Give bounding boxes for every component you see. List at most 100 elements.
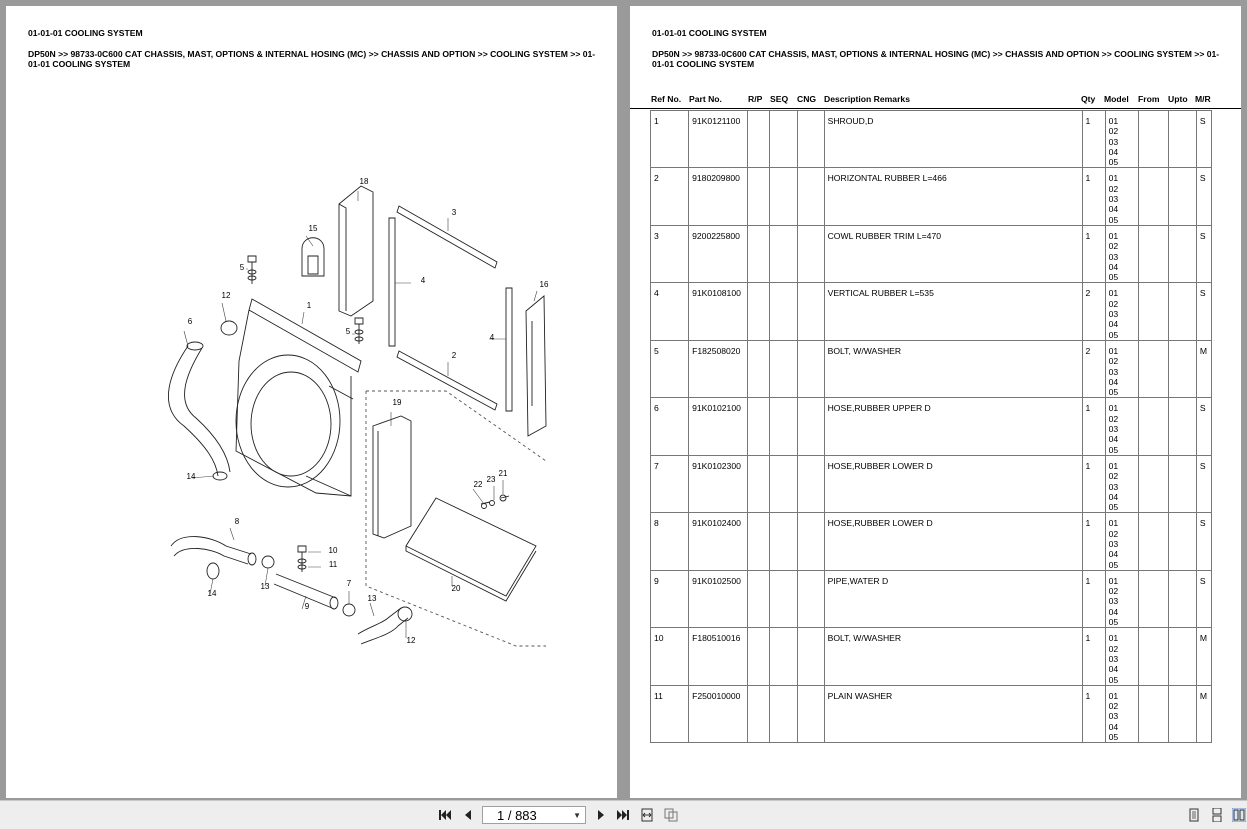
model-code: 03 — [1108, 366, 1119, 377]
right-page: 01-01-01 COOLING SYSTEM DP50N >> 98733-0… — [630, 6, 1241, 798]
col-seq-header: SEQ — [770, 94, 789, 104]
cng-cell — [796, 569, 825, 629]
model-code: 02 — [1108, 413, 1119, 424]
model-code: 05 — [1108, 329, 1119, 340]
rp-cell — [747, 512, 771, 571]
cng-cell — [796, 684, 825, 744]
left-page: 01-01-01 COOLING SYSTEM DP50N >> 98733-0… — [6, 6, 617, 798]
model-code: 01 — [1108, 575, 1119, 586]
qty-cell: 1 — [1081, 167, 1106, 226]
rp-cell — [747, 684, 771, 744]
col-part-header: Part No. — [689, 94, 722, 104]
header-divider — [630, 108, 1241, 109]
model-code: 04 — [1108, 261, 1119, 272]
cng-cell — [796, 167, 825, 226]
model-code: 04 — [1108, 434, 1119, 445]
qty-cell: 1 — [1081, 397, 1106, 456]
single-page-view-icon[interactable] — [1187, 808, 1201, 822]
mr-cell: S — [1195, 167, 1213, 226]
mr-cell: S — [1195, 397, 1213, 456]
rp-cell — [747, 109, 771, 169]
fit-page-icon[interactable] — [664, 808, 678, 822]
rp-cell — [747, 167, 771, 226]
model-code: 05 — [1108, 272, 1119, 283]
callout-number: 8 — [235, 517, 240, 526]
model-code: 01 — [1108, 403, 1119, 414]
rp-cell — [747, 339, 771, 399]
callout-number: 22 — [474, 480, 483, 489]
upto-cell — [1167, 224, 1197, 284]
chevron-down-icon: ▼ — [573, 811, 581, 820]
seq-cell — [769, 397, 798, 456]
model-code: 01 — [1108, 460, 1119, 471]
description-cell: BOLT, W/WASHER — [823, 339, 1083, 399]
breadcrumb: DP50N >> 98733-0C600 CAT CHASSIS, MAST, … — [652, 49, 1220, 69]
qty-cell: 1 — [1081, 569, 1106, 629]
continuous-view-icon[interactable] — [1210, 808, 1224, 822]
model-code: 01 — [1108, 518, 1119, 529]
model-code: 03 — [1108, 653, 1119, 664]
callout-number: 14 — [187, 472, 196, 481]
model-code: 04 — [1108, 549, 1119, 560]
next-page-icon[interactable] — [594, 808, 608, 822]
cng-cell — [796, 512, 825, 571]
callout-number: 16 — [540, 280, 549, 289]
fit-width-icon[interactable] — [640, 808, 654, 822]
seq-cell — [769, 339, 798, 399]
model-code: 02 — [1108, 528, 1119, 539]
mr-cell: M — [1195, 339, 1213, 399]
qty-cell: 1 — [1081, 684, 1106, 744]
model-code: 01 — [1108, 345, 1119, 356]
prev-page-icon[interactable] — [461, 808, 475, 822]
page-title: 01-01-01 COOLING SYSTEM — [652, 28, 767, 38]
callout-number: 5 — [240, 263, 245, 272]
first-page-icon[interactable] — [438, 808, 452, 822]
two-page-view-icon[interactable] — [1232, 808, 1246, 822]
from-cell — [1137, 109, 1169, 169]
model-code: 01 — [1108, 116, 1119, 126]
seq-cell — [769, 224, 798, 284]
cng-cell — [796, 627, 825, 686]
col-qty-header: Qty — [1081, 94, 1096, 104]
page-number-select[interactable]: 1 / 883 ▼ — [482, 806, 586, 824]
model-code: 01 — [1108, 690, 1119, 701]
upto-cell — [1167, 454, 1197, 514]
ref-cell: 5 — [649, 339, 690, 399]
callout-number: 9 — [305, 602, 310, 611]
ref-cell: 7 — [649, 454, 690, 514]
model-code: 03 — [1108, 481, 1119, 492]
upto-cell — [1167, 512, 1197, 571]
description-cell: HORIZONTAL RUBBER L=466 — [823, 167, 1083, 226]
callout-number: 15 — [309, 224, 318, 233]
seq-cell — [769, 684, 798, 744]
upto-cell — [1167, 684, 1197, 744]
last-page-icon[interactable] — [616, 808, 630, 822]
model-code: 03 — [1108, 424, 1119, 435]
callout-number: 14 — [208, 589, 217, 598]
seq-cell — [769, 512, 798, 571]
from-cell — [1137, 512, 1169, 571]
model-code: 02 — [1108, 356, 1119, 367]
description-cell: HOSE,RUBBER UPPER D — [823, 397, 1083, 456]
qty-cell: 2 — [1081, 282, 1106, 341]
description-cell: VERTICAL RUBBER L=535 — [823, 282, 1083, 341]
ref-cell: 10 — [649, 627, 690, 686]
model-code: 05 — [1108, 732, 1119, 743]
description-cell: COWL RUBBER TRIM L=470 — [823, 224, 1083, 284]
model-code: 05 — [1108, 674, 1119, 685]
model-code: 04 — [1108, 664, 1119, 675]
upto-cell — [1167, 397, 1197, 456]
seq-cell — [769, 167, 798, 226]
